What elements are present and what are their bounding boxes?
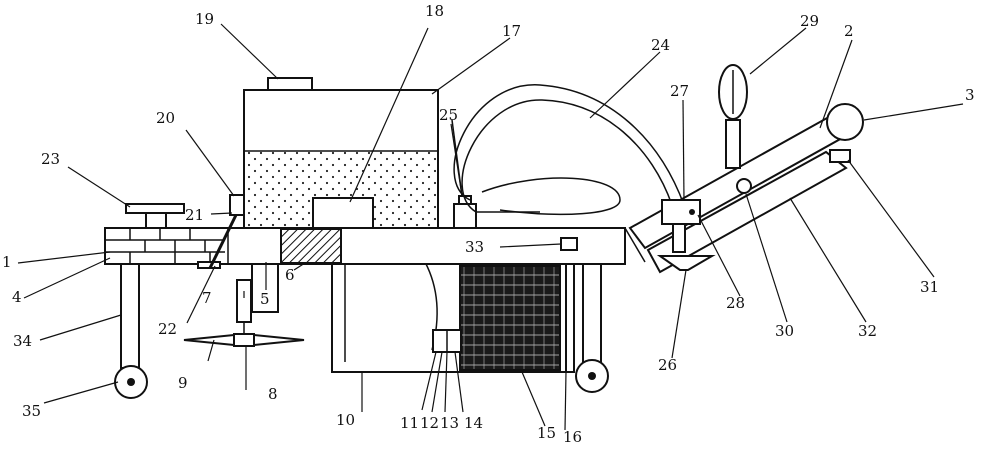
hatched-block xyxy=(280,228,342,264)
handle-stem xyxy=(725,119,741,169)
callout-6: 6 xyxy=(285,266,295,284)
hose-outer xyxy=(453,84,685,206)
callout-35: 35 xyxy=(22,402,42,420)
callout-19: 19 xyxy=(195,10,215,28)
conveyor-pulley xyxy=(736,178,752,194)
callout-21: 21 xyxy=(185,206,205,224)
callout-23: 23 xyxy=(41,150,61,168)
callout-7: 7 xyxy=(202,289,212,307)
base-frame xyxy=(104,227,626,265)
callout-33: 33 xyxy=(465,238,485,256)
callout-9: 9 xyxy=(178,374,188,392)
spindle xyxy=(236,279,252,323)
callout-32: 32 xyxy=(858,322,878,340)
pump-body xyxy=(453,203,477,229)
tank-inner-box xyxy=(312,197,374,229)
callout-5: 5 xyxy=(260,290,270,308)
conveyor-end-block xyxy=(829,149,851,163)
brick-pattern xyxy=(105,228,225,264)
callout-30: 30 xyxy=(775,322,795,340)
frame-lower-bracket xyxy=(197,261,221,269)
side-plate xyxy=(565,261,575,373)
callout-14: 14 xyxy=(464,414,484,432)
callout-26: 26 xyxy=(658,356,678,374)
cutter-hub xyxy=(233,333,255,347)
conveyor-support xyxy=(646,150,848,274)
callout-28: 28 xyxy=(726,294,746,312)
conveyor-roller xyxy=(826,103,864,141)
callout-27: 27 xyxy=(670,82,690,100)
frame-to-conveyor xyxy=(624,227,646,263)
callout-31: 31 xyxy=(920,278,940,296)
callout-8: 8 xyxy=(268,385,278,403)
sensor-box xyxy=(560,237,578,251)
callout-22: 22 xyxy=(158,320,178,338)
callout-15: 15 xyxy=(537,424,557,442)
leader-lines xyxy=(17,23,964,431)
callout-29: 29 xyxy=(800,12,820,30)
callout-13: 13 xyxy=(440,414,460,432)
hose-loop xyxy=(481,177,621,216)
callout-2: 2 xyxy=(844,22,854,40)
callout-24: 24 xyxy=(651,36,671,54)
rear-wheel-hub xyxy=(588,372,596,380)
tank-lid xyxy=(267,77,313,91)
dense-block xyxy=(459,265,561,371)
callout-3: 3 xyxy=(965,86,975,104)
callout-17: 17 xyxy=(502,22,522,40)
control-panel xyxy=(125,203,185,214)
callout-25: 25 xyxy=(439,106,459,124)
spray-nozzle xyxy=(656,255,716,271)
feed-pipe xyxy=(208,214,238,269)
callout-20: 20 xyxy=(156,109,176,127)
front-wheel-hub xyxy=(127,378,135,386)
front-leg xyxy=(120,263,140,369)
callout-10: 10 xyxy=(336,411,356,429)
callout-34: 34 xyxy=(13,332,33,350)
control-panel-post xyxy=(145,212,167,229)
callout-16: 16 xyxy=(563,428,583,446)
callout-12: 12 xyxy=(420,414,440,432)
callout-18: 18 xyxy=(425,2,445,20)
clamp-bolt xyxy=(689,209,695,215)
callout-11: 11 xyxy=(400,414,420,432)
callout-1: 1 xyxy=(2,253,12,271)
callout-4: 4 xyxy=(12,288,22,306)
hose-inner xyxy=(461,99,673,213)
tank-valve xyxy=(229,194,245,216)
rear-leg xyxy=(582,263,602,369)
